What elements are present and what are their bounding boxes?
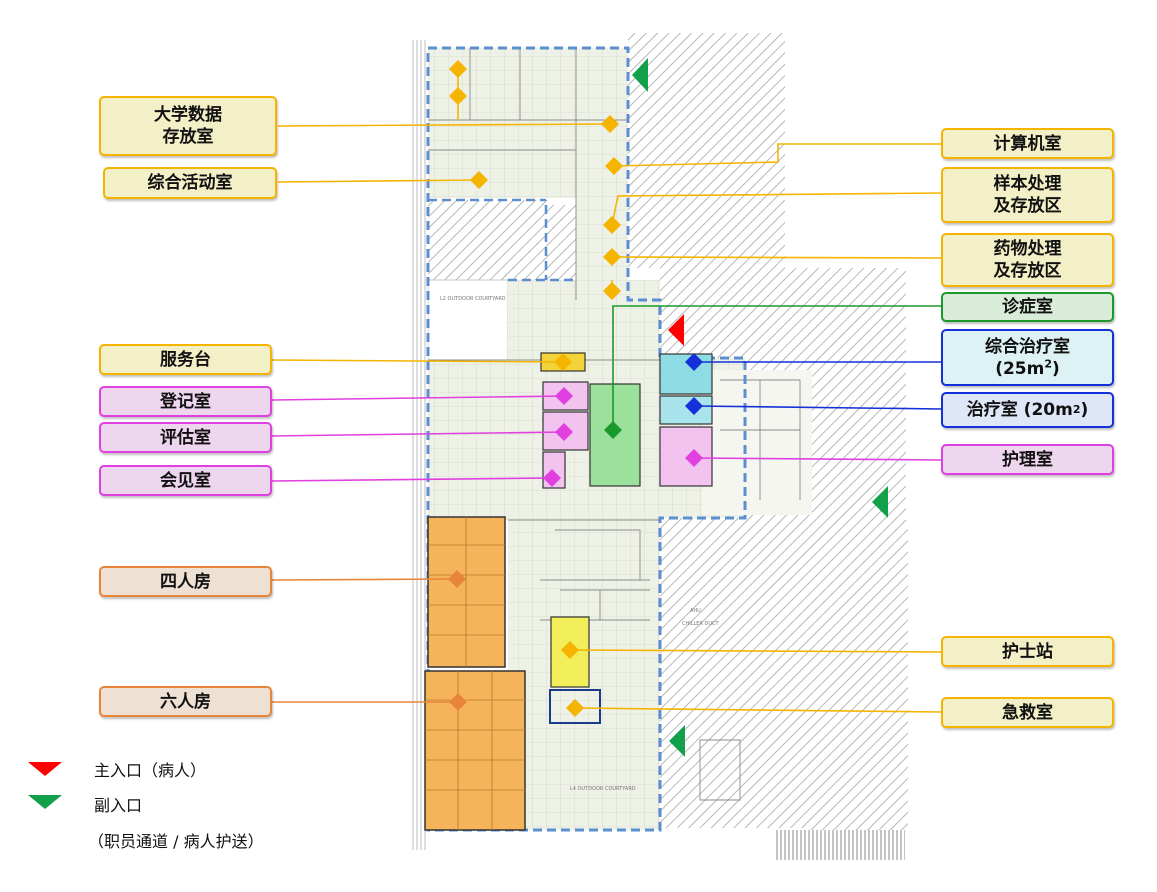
treatment-room-main-area-open: (25m — [995, 358, 1045, 379]
treatment-room-main-area-close: ) — [1052, 358, 1060, 379]
legend-green-arrow-icon — [28, 795, 62, 809]
zone-outline — [426, 46, 747, 832]
room-six-bed — [424, 670, 526, 831]
room-nurse-station — [550, 616, 590, 688]
label-activity-room: 综合活动室 — [103, 167, 277, 199]
label-assessment-room: 评估室 — [99, 422, 272, 453]
label-six-bed-room: 六人房 — [99, 686, 272, 717]
room-emergency — [549, 689, 601, 724]
side-entrance-marker-3 — [669, 725, 685, 757]
treatment-room-close: ) — [1080, 400, 1089, 420]
label-emergency-room: 急救室 — [941, 697, 1114, 728]
room-treatment-main — [659, 353, 713, 395]
plan-text-courtyard-1: L2 OUTDOOR COURTYARD — [440, 296, 506, 302]
plan-text-chiller-duct: CHILLER DUCT — [682, 621, 720, 627]
diamond-markers — [448, 60, 703, 717]
label-meeting-room: 会见室 — [99, 465, 272, 496]
room-treatment — [659, 395, 713, 425]
legend-side-entrance-note: （职员通道 / 病人护送） — [88, 832, 264, 851]
label-registration-room: 登记室 — [99, 386, 272, 417]
treatment-room-main-area-sup: 2 — [1044, 356, 1052, 370]
room-four-bed — [427, 516, 506, 668]
label-service-desk: 服务台 — [99, 344, 272, 375]
label-sample-processing: 样本处理 及存放区 — [941, 167, 1114, 223]
label-treatment-room-main-line2: (25m2) — [995, 358, 1060, 380]
plan-text-courtyard-2: L4 OUTDOOR COURTYARD — [570, 786, 636, 792]
main-entrance-marker — [668, 314, 684, 346]
side-entrance-marker-2 — [872, 486, 888, 518]
side-entrance-marker-1 — [632, 58, 648, 92]
label-data-room: 大学数据 存放室 — [99, 96, 277, 156]
treatment-room-text: 治疗室 (20m — [966, 400, 1073, 420]
label-treatment-room-main-line1: 综合治疗室 — [985, 336, 1070, 357]
label-four-bed-room: 四人房 — [99, 566, 272, 597]
label-drug-processing: 药物处理 及存放区 — [941, 233, 1114, 287]
label-treatment-room-main: 综合治疗室 (25m2) — [941, 329, 1114, 386]
legend-red-arrow-icon — [28, 762, 62, 776]
legend-side-entrance: 副入口 — [94, 796, 143, 815]
plan-text-ahu: AHU — [690, 608, 701, 614]
label-computer-room: 计算机室 — [941, 128, 1114, 159]
label-nursing-room: 护理室 — [941, 444, 1114, 475]
label-consultation-room: 诊症室 — [941, 292, 1114, 322]
room-nursing — [659, 426, 713, 487]
label-nurse-station: 护士站 — [941, 636, 1114, 667]
legend-main-entrance: 主入口（病人） — [94, 761, 207, 780]
plan-base: L2 OUTDOOR COURTYARD L4 OUTDOOR COURTYAR… — [410, 40, 908, 860]
zone-outline-inner — [428, 198, 576, 282]
